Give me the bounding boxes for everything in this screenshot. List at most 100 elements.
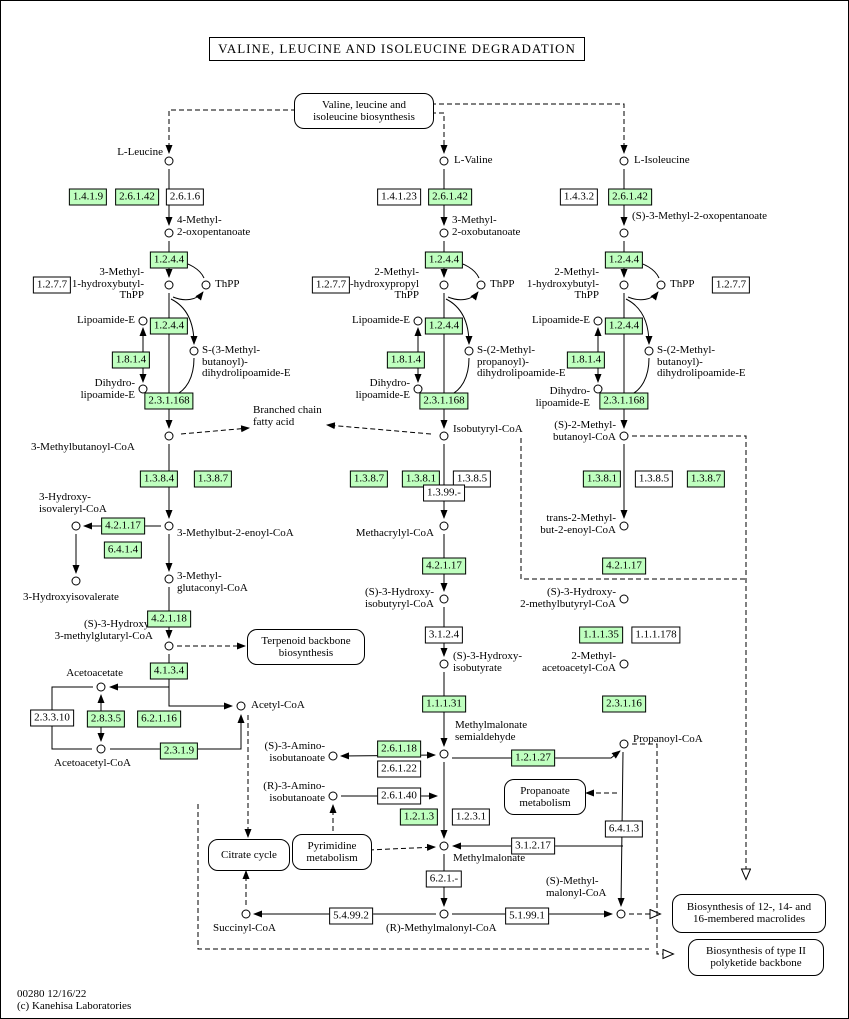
metabolite-node[interactable] xyxy=(328,791,338,801)
metabolite-node[interactable] xyxy=(96,682,106,692)
enzyme-box-6.4.1.3[interactable]: 6.4.1.3 xyxy=(604,820,644,838)
metabolite-node[interactable] xyxy=(439,280,449,290)
enzyme-box-1.4.1.23[interactable]: 1.4.1.23 xyxy=(377,188,421,206)
metabolite-node[interactable] xyxy=(241,909,251,919)
enzyme-box-2.8.3.5[interactable]: 2.8.3.5 xyxy=(86,710,126,728)
enzyme-box-1.3.8.7[interactable]: 1.3.8.7 xyxy=(686,470,726,488)
enzyme-box-2.6.1.42[interactable]: 2.6.1.42 xyxy=(428,188,472,206)
metabolite-node[interactable] xyxy=(619,521,629,531)
metabolite-node[interactable] xyxy=(476,280,486,290)
metabolite-node[interactable] xyxy=(164,431,174,441)
enzyme-box-1.3.8.1[interactable]: 1.3.8.1 xyxy=(401,470,441,488)
metabolite-node[interactable] xyxy=(464,346,474,356)
enzyme-box-1.2.1.27[interactable]: 1.2.1.27 xyxy=(511,749,555,767)
enzyme-box-2.6.1.18[interactable]: 2.6.1.18 xyxy=(377,740,421,758)
enzyme-box-2.3.1.168[interactable]: 2.3.1.168 xyxy=(419,392,469,410)
metabolite-node[interactable] xyxy=(644,346,654,356)
enzyme-box-1.2.3.1[interactable]: 1.2.3.1 xyxy=(451,808,491,826)
enzyme-box-1.2.4.4[interactable]: 1.2.4.4 xyxy=(604,317,644,335)
enzyme-box-2.6.1.22[interactable]: 2.6.1.22 xyxy=(377,760,421,778)
metabolite-node[interactable] xyxy=(439,749,449,759)
metabolite-node[interactable] xyxy=(439,659,449,669)
enzyme-box-1.2.7.7[interactable]: 1.2.7.7 xyxy=(32,276,72,294)
metabolite-node[interactable] xyxy=(413,316,423,326)
metabolite-node[interactable] xyxy=(439,594,449,604)
metabolite-node[interactable] xyxy=(593,384,603,394)
enzyme-box-2.6.1.40[interactable]: 2.6.1.40 xyxy=(377,787,421,805)
metabolite-node[interactable] xyxy=(593,316,603,326)
metabolite-node[interactable] xyxy=(656,280,666,290)
enzyme-box-5.1.99.1[interactable]: 5.1.99.1 xyxy=(505,907,549,925)
enzyme-box-1.2.7.7[interactable]: 1.2.7.7 xyxy=(311,276,351,294)
enzyme-box-1.2.4.4[interactable]: 1.2.4.4 xyxy=(604,251,644,269)
metabolite-node[interactable] xyxy=(619,659,629,669)
enzyme-box-4.2.1.18[interactable]: 4.2.1.18 xyxy=(147,610,191,628)
enzyme-box-5.4.99.2[interactable]: 5.4.99.2 xyxy=(329,907,373,925)
metabolite-node[interactable] xyxy=(616,909,626,919)
enzyme-box-2.6.1.6[interactable]: 2.6.1.6 xyxy=(165,188,205,206)
enzyme-box-2.3.3.10[interactable]: 2.3.3.10 xyxy=(30,709,74,727)
enzyme-box-2.3.1.16[interactable]: 2.3.1.16 xyxy=(602,695,646,713)
metabolite-node[interactable] xyxy=(439,909,449,919)
enzyme-box-6.4.1.4[interactable]: 6.4.1.4 xyxy=(103,541,143,559)
enzyme-box-2.6.1.42[interactable]: 2.6.1.42 xyxy=(115,188,159,206)
enzyme-box-1.3.99.-[interactable]: 1.3.99.- xyxy=(423,484,465,502)
enzyme-box-1.1.1.35[interactable]: 1.1.1.35 xyxy=(579,626,623,644)
enzyme-box-3.1.2.4[interactable]: 3.1.2.4 xyxy=(424,626,464,644)
enzyme-box-1.4.3.2[interactable]: 1.4.3.2 xyxy=(559,188,599,206)
metabolite-node[interactable] xyxy=(96,744,106,754)
enzyme-box-1.3.8.5[interactable]: 1.3.8.5 xyxy=(634,470,674,488)
enzyme-box-1.1.1.31[interactable]: 1.1.1.31 xyxy=(422,695,466,713)
metabolite-node[interactable] xyxy=(619,739,629,749)
pathway-link-citrate-cycle[interactable]: Citrate cycle xyxy=(208,839,290,871)
enzyme-box-1.8.1.4[interactable]: 1.8.1.4 xyxy=(386,351,426,369)
metabolite-node[interactable] xyxy=(619,280,629,290)
metabolite-node[interactable] xyxy=(439,228,449,238)
enzyme-box-1.3.8.5[interactable]: 1.3.8.5 xyxy=(452,470,492,488)
enzyme-box-4.2.1.17[interactable]: 4.2.1.17 xyxy=(602,557,646,575)
metabolite-node[interactable] xyxy=(619,228,629,238)
enzyme-box-1.2.4.4[interactable]: 1.2.4.4 xyxy=(149,251,189,269)
metabolite-node[interactable] xyxy=(439,521,449,531)
enzyme-box-6.2.1.16[interactable]: 6.2.1.16 xyxy=(137,710,181,728)
enzyme-box-2.3.1.168[interactable]: 2.3.1.168 xyxy=(599,392,649,410)
metabolite-node[interactable] xyxy=(164,521,174,531)
enzyme-box-1.2.1.3[interactable]: 1.2.1.3 xyxy=(399,808,439,826)
enzyme-box-1.8.1.4[interactable]: 1.8.1.4 xyxy=(566,351,606,369)
enzyme-box-2.3.1.168[interactable]: 2.3.1.168 xyxy=(144,392,194,410)
enzyme-box-4.2.1.17[interactable]: 4.2.1.17 xyxy=(101,517,145,535)
metabolite-node[interactable] xyxy=(164,280,174,290)
metabolite-node[interactable] xyxy=(413,384,423,394)
metabolite-node[interactable] xyxy=(328,751,338,761)
metabolite-node[interactable] xyxy=(619,594,629,604)
enzyme-box-1.3.8.7[interactable]: 1.3.8.7 xyxy=(349,470,389,488)
enzyme-box-2.6.1.42[interactable]: 2.6.1.42 xyxy=(608,188,652,206)
enzyme-box-1.3.8.4[interactable]: 1.3.8.4 xyxy=(139,470,179,488)
enzyme-box-4.2.1.17[interactable]: 4.2.1.17 xyxy=(422,557,466,575)
metabolite-node[interactable] xyxy=(71,521,81,531)
enzyme-box-1.8.1.4[interactable]: 1.8.1.4 xyxy=(111,351,151,369)
metabolite-node[interactable] xyxy=(439,841,449,851)
metabolite-node[interactable] xyxy=(619,156,629,166)
enzyme-box-1.4.1.9[interactable]: 1.4.1.9 xyxy=(68,188,108,206)
enzyme-box-1.2.4.4[interactable]: 1.2.4.4 xyxy=(424,317,464,335)
metabolite-node[interactable] xyxy=(164,641,174,651)
enzyme-box-1.2.4.4[interactable]: 1.2.4.4 xyxy=(149,317,189,335)
metabolite-node[interactable] xyxy=(236,701,246,711)
enzyme-box-6.2.1.-[interactable]: 6.2.1.- xyxy=(425,870,463,888)
enzyme-box-3.1.2.17[interactable]: 3.1.2.17 xyxy=(511,837,555,855)
enzyme-box-1.3.8.7[interactable]: 1.3.8.7 xyxy=(193,470,233,488)
metabolite-node[interactable] xyxy=(138,384,148,394)
metabolite-node[interactable] xyxy=(439,431,449,441)
metabolite-node[interactable] xyxy=(439,156,449,166)
metabolite-node[interactable] xyxy=(164,228,174,238)
enzyme-box-2.3.1.9[interactable]: 2.3.1.9 xyxy=(159,742,199,760)
enzyme-box-1.2.7.7[interactable]: 1.2.7.7 xyxy=(711,276,751,294)
metabolite-node[interactable] xyxy=(138,316,148,326)
